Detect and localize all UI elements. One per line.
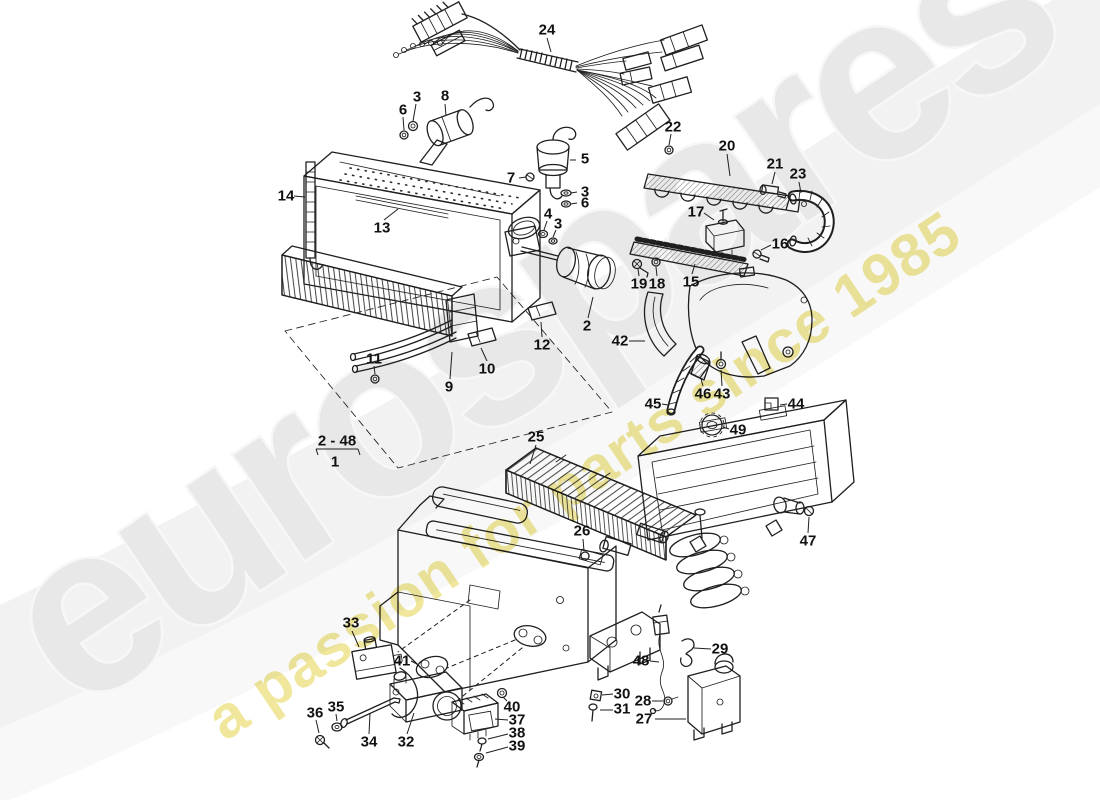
part-callout-4[interactable]: 4 — [544, 206, 553, 223]
part-callout-26[interactable]: 26 — [574, 523, 591, 540]
part-callout-14[interactable]: 14 — [278, 188, 295, 205]
part-26-coil-assembly — [578, 508, 750, 609]
figure-ref-label: 2 - 48 1 — [315, 433, 361, 471]
part-callout-6a[interactable]: 6 — [399, 102, 407, 119]
part-2-motor — [504, 225, 616, 290]
part-callout-45[interactable]: 45 — [645, 396, 662, 413]
part-callout-3b[interactable]: 3 — [581, 184, 589, 201]
part-callout-20[interactable]: 20 — [719, 138, 736, 155]
part-callout-21[interactable]: 21 — [767, 156, 784, 173]
part-callout-35[interactable]: 35 — [328, 699, 345, 716]
part-5-sensor — [525, 126, 577, 208]
part-callout-36[interactable]: 36 — [307, 705, 324, 722]
part-callout-12[interactable]: 12 — [534, 337, 551, 354]
part-callout-7[interactable]: 7 — [507, 170, 515, 187]
part-callout-9[interactable]: 9 — [445, 379, 453, 396]
part-callout-37[interactable]: 37 — [509, 712, 526, 729]
part-callout-15[interactable]: 15 — [683, 274, 700, 291]
lower-housing — [379, 486, 617, 701]
part-callout-32[interactable]: 32 — [398, 734, 415, 751]
callout-labels: 24 3 8 6 22 20 5 21 23 7 3 6 14 17 4 3 1… — [278, 22, 817, 755]
part-callout-28[interactable]: 28 — [635, 693, 652, 710]
part-9-heater-core-valve — [281, 245, 557, 384]
part-15-serrated-bar — [629, 236, 770, 278]
part-callout-33[interactable]: 33 — [343, 615, 360, 632]
part-24-wiring-harness — [393, 1, 709, 151]
part-callout-34[interactable]: 34 — [361, 734, 378, 751]
part-callout-41[interactable]: 41 — [394, 653, 411, 670]
part-callout-27[interactable]: 27 — [636, 711, 653, 728]
part-callout-39[interactable]: 39 — [509, 738, 526, 755]
part-callout-13[interactable]: 13 — [374, 220, 391, 237]
part-37-relay — [451, 687, 508, 768]
part-callout-3a[interactable]: 3 — [413, 89, 421, 106]
part-callout-2[interactable]: 2 — [583, 318, 591, 335]
part-8-valve — [399, 97, 495, 166]
part-45-hose — [666, 345, 779, 438]
part-33-solenoid — [351, 636, 419, 719]
part-23-hose — [786, 189, 835, 253]
dashed-reference-outline — [284, 276, 613, 469]
leader-lines — [293, 37, 810, 754]
part-callout-24[interactable]: 24 — [539, 22, 556, 39]
part-callout-47[interactable]: 47 — [800, 533, 817, 550]
part-callout-48[interactable]: 48 — [633, 653, 650, 670]
part-callout-46[interactable]: 46 — [695, 386, 712, 403]
part-callout-23[interactable]: 23 — [790, 166, 807, 183]
part-callout-3c[interactable]: 3 — [554, 216, 562, 233]
part-callout-17[interactable]: 17 — [688, 204, 705, 221]
part-27-actuator — [588, 653, 741, 741]
mounting-bracket — [589, 611, 661, 681]
part-callout-6b[interactable]: 6 — [581, 195, 589, 212]
part-callout-31[interactable]: 31 — [614, 701, 631, 718]
part-callout-44[interactable]: 44 — [788, 396, 805, 413]
part-callout-30[interactable]: 30 — [614, 686, 631, 703]
part-callout-43[interactable]: 43 — [714, 386, 731, 403]
rear-ac-box — [637, 399, 855, 553]
part-callout-29[interactable]: 29 — [712, 641, 729, 658]
part-callout-18[interactable]: 18 — [649, 276, 666, 293]
part-callout-38[interactable]: 38 — [509, 725, 526, 742]
part-callout-8[interactable]: 8 — [441, 88, 449, 105]
diagram-linework — [281, 1, 855, 768]
part-callout-5[interactable]: 5 — [581, 151, 589, 168]
part-20-serrated-bar — [643, 145, 807, 214]
part-17-switch — [705, 208, 745, 259]
watermark-brand: eurospares — [0, 0, 1097, 758]
part-callout-19[interactable]: 19 — [631, 276, 648, 293]
part-41-gasket — [415, 655, 449, 679]
figure-item-ref[interactable]: 1 — [331, 454, 339, 471]
part-callout-16[interactable]: 16 — [772, 236, 789, 253]
part-25-evaporator — [505, 447, 697, 561]
part-callout-22[interactable]: 22 — [665, 119, 682, 136]
part-callout-25[interactable]: 25 — [528, 429, 545, 446]
figure-group-ref[interactable]: 2 - 48 — [318, 433, 356, 450]
part-callout-10[interactable]: 10 — [479, 361, 496, 378]
part-callout-42[interactable]: 42 — [612, 333, 629, 350]
part-48-temp-sensor — [649, 604, 695, 715]
part-callout-49[interactable]: 49 — [730, 422, 747, 439]
part-callout-40[interactable]: 40 — [504, 699, 521, 716]
part-callout-11[interactable]: 11 — [366, 351, 382, 368]
